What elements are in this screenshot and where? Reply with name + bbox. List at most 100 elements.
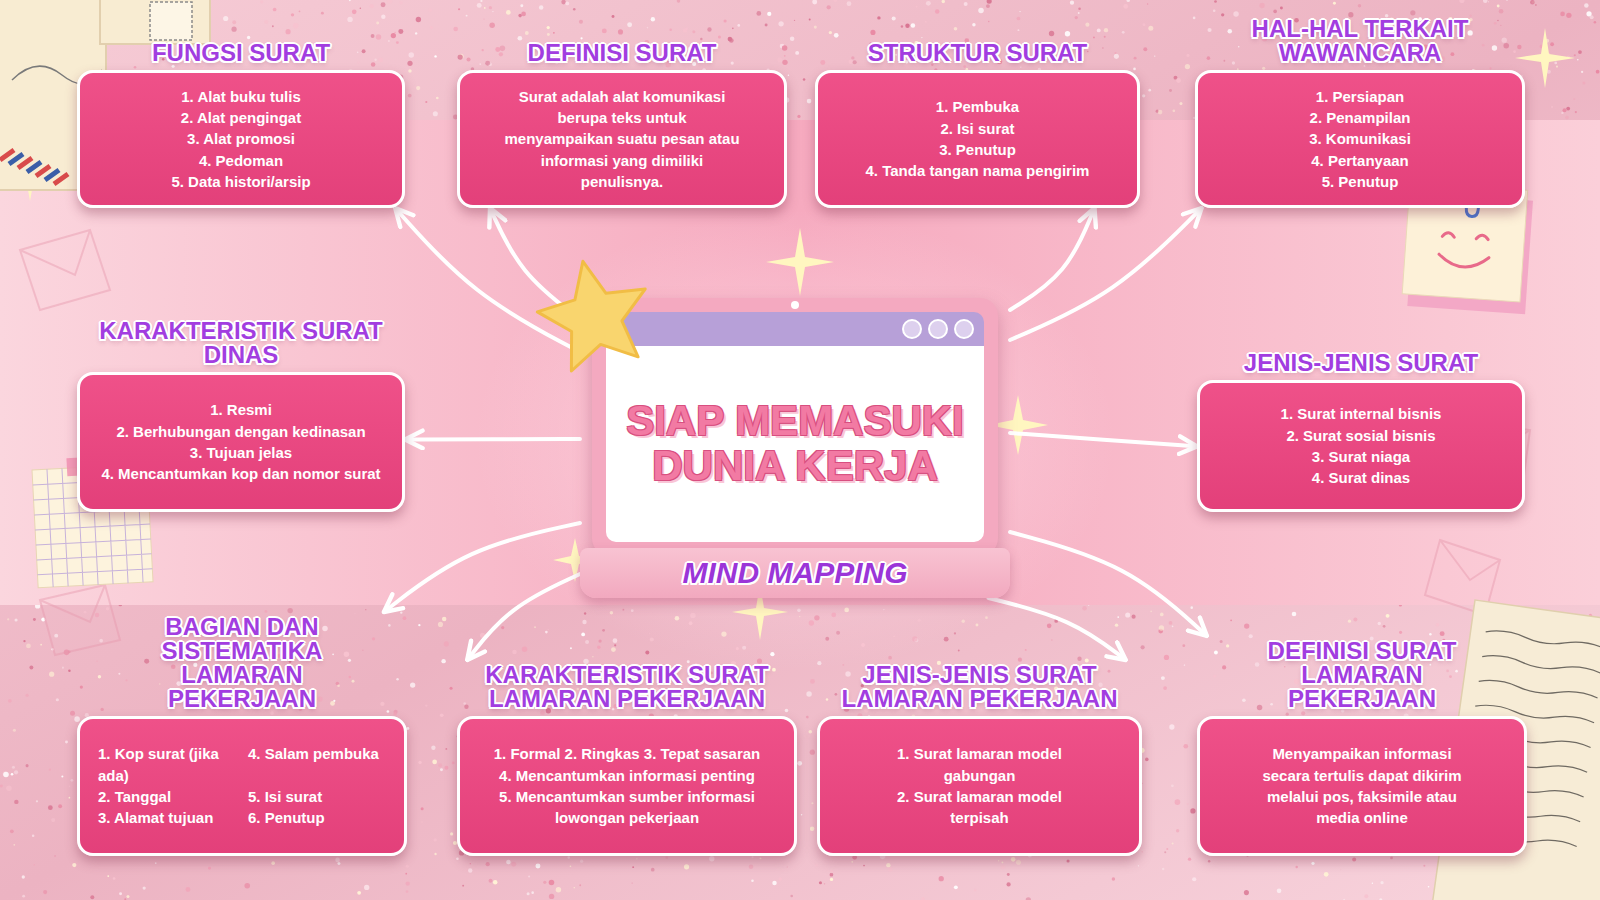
star-decoration [530, 253, 660, 383]
glitter-dot [1019, 11, 1020, 12]
glitter-dot [1324, 872, 1329, 877]
glitter-dot [357, 52, 359, 54]
glitter-dot [581, 632, 585, 636]
glitter-dot [208, 867, 211, 870]
glitter-dot [954, 27, 958, 31]
glitter-dot [352, 680, 355, 683]
envelope-outline [40, 585, 120, 655]
glitter-dot [440, 713, 444, 717]
glitter-dot [1294, 679, 1299, 684]
glitter-dot [171, 665, 176, 670]
glitter-dot [1594, 21, 1597, 24]
glitter-dot [1134, 57, 1137, 60]
glitter-dot [1070, 1, 1074, 5]
list-item: 5. Penutup [1309, 171, 1411, 192]
glitter-dot [1193, 17, 1196, 20]
glitter-dot [61, 775, 63, 777]
glitter-dot [1379, 898, 1382, 900]
list-item: 2. Surat sosial bisnis [1281, 425, 1442, 446]
glitter-dot [1517, 45, 1521, 49]
mind-map-arrow [467, 574, 580, 660]
glitter-dot [1172, 843, 1174, 845]
glitter-dot [1127, 0, 1130, 2]
glitter-dot [1026, 894, 1027, 895]
glitter-dot [349, 676, 352, 679]
glitter-dot [549, 880, 555, 886]
glitter-dot [244, 883, 250, 889]
glitter-dot [814, 25, 817, 28]
glitter-dot [1002, 862, 1004, 864]
glitter-dot [119, 892, 122, 895]
glitter-dot [144, 659, 149, 664]
glitter-dot [534, 626, 536, 628]
glitter-dot [445, 748, 447, 750]
glitter-dot [396, 678, 399, 681]
glitter-dot [477, 3, 482, 8]
glitter-dot [613, 638, 618, 643]
glitter-dot [113, 877, 116, 880]
glitter-dot [1429, 633, 1432, 636]
glitter-dot [539, 5, 543, 9]
glitter-dot [10, 829, 14, 833]
glitter-dot [1232, 61, 1235, 64]
glitter-dot [6, 785, 12, 791]
glitter-dot [458, 54, 463, 59]
glitter-dot [777, 57, 782, 62]
glitter-dot [1378, 622, 1381, 625]
glitter-dot [580, 859, 583, 862]
glitter-dot [1207, 56, 1211, 60]
glitter-dot [11, 773, 14, 776]
glitter-dot [778, 21, 783, 26]
list-item: 1. Surat internal bisnis [1281, 403, 1442, 424]
glitter-dot [954, 885, 958, 889]
glitter-dot [394, 32, 395, 33]
glitter-dot [1590, 15, 1594, 19]
glitter-dot [506, 10, 511, 15]
window-bar [606, 312, 984, 346]
sparkles [4, 28, 1575, 881]
glitter-dot [669, 28, 672, 31]
glitter-dot [826, 698, 829, 701]
glitter-dot [98, 675, 101, 678]
glitter-dot [69, 797, 71, 799]
glitter-dot [3, 772, 9, 778]
glitter-dot [1423, 865, 1425, 867]
glitter-dot [772, 881, 776, 885]
glitter-dot [1223, 60, 1225, 62]
glitter-dot [602, 28, 607, 33]
glitter-dot [1428, 886, 1430, 888]
glitter-dot [1280, 6, 1283, 9]
glitter-dot [1190, 606, 1193, 609]
glitter-dot [545, 631, 548, 634]
glitter-dot [70, 711, 75, 716]
glitter-dot [348, 659, 351, 662]
glitter-dot [760, 857, 762, 859]
glitter-dot [585, 640, 589, 644]
glitter-dot [892, 16, 896, 20]
glitter-dot [415, 32, 417, 34]
glitter-dot [1238, 46, 1240, 48]
list-item: 6. Penutup [248, 807, 386, 828]
glitter-dot [406, 865, 409, 868]
glitter-dot [1372, 883, 1373, 884]
glitter-dot [432, 79, 433, 80]
glitter-dot [26, 644, 31, 649]
glitter-dot [877, 16, 880, 19]
glitter-dot [72, 863, 76, 867]
glitter-dot [737, 24, 740, 27]
topic-heading: JENIS-JENIS SURAT [1197, 348, 1525, 380]
topic-list: 1. Persiapan2. Penampilan3. Komunikasi4.… [1309, 86, 1411, 192]
glitter-dot [651, 17, 655, 21]
glitter-dot [1184, 664, 1186, 666]
glitter-dot [12, 766, 15, 769]
glitter-dot [406, 81, 407, 82]
glitter-dot [834, 33, 839, 38]
glitter-dot [811, 802, 813, 804]
glitter-dot [1295, 866, 1297, 868]
glitter-dot [1573, 98, 1575, 100]
glitter-dot [1230, 619, 1232, 621]
window-dot [902, 319, 922, 339]
glitter-dot [1513, 50, 1516, 53]
glitter-dot [434, 853, 436, 855]
